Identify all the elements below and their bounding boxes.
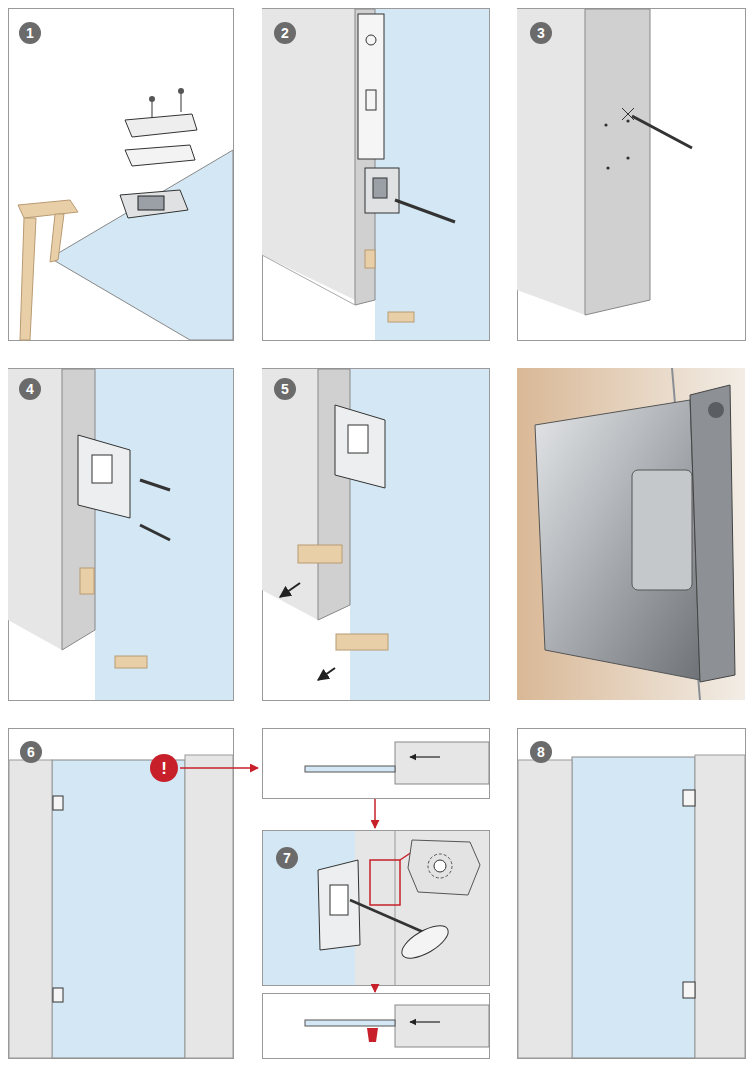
callout-number: 3 xyxy=(530,22,552,44)
callout-number: 8 xyxy=(530,741,552,763)
callout-number: ! xyxy=(150,754,178,782)
callout-number: 5 xyxy=(274,378,296,400)
callout-number: 2 xyxy=(274,22,296,44)
callout-number: 1 xyxy=(19,22,41,44)
callout-number: 4 xyxy=(19,378,41,400)
callout-number: 6 xyxy=(20,741,42,763)
callout-number: 7 xyxy=(276,847,298,869)
